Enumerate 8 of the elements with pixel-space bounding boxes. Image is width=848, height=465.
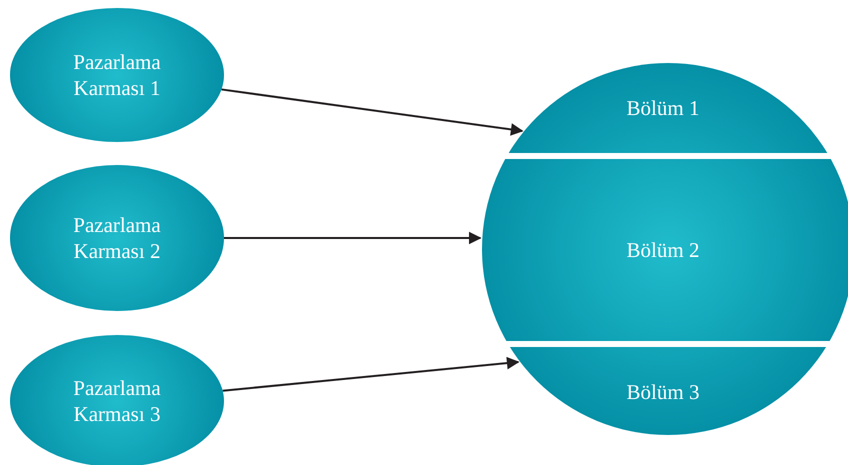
node-label: Pazarlama Karması 2: [72, 212, 162, 264]
node-label: Bölüm 1: [626, 94, 700, 122]
ellipse-node: [10, 8, 224, 142]
ellipse-node: [10, 165, 224, 311]
node-label: Pazarlama Karması 3: [72, 374, 162, 428]
node-label: Pazarlama Karması 1: [72, 48, 162, 102]
node-label: Bölüm 3: [626, 378, 700, 406]
node-label: Bölüm 2: [626, 236, 700, 264]
